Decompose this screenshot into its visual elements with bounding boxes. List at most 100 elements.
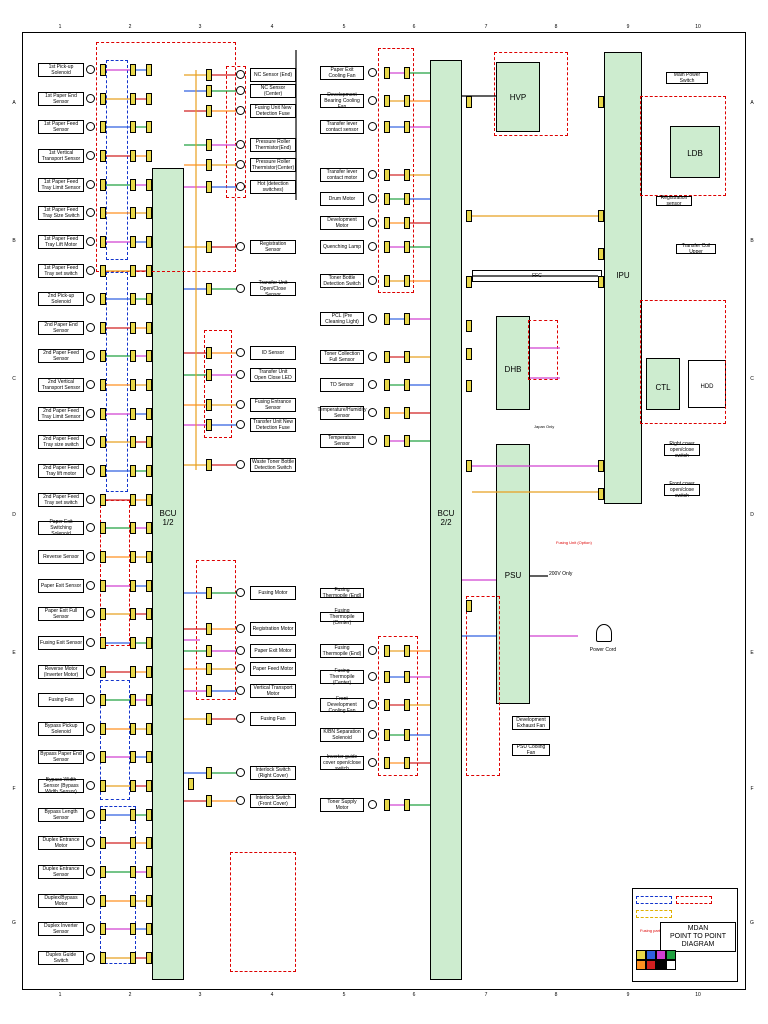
mid-left-component-label: Transfer Unit Open Close LED bbox=[250, 368, 296, 382]
legend-swatch bbox=[656, 950, 666, 960]
row-marker: G bbox=[12, 920, 16, 926]
connector bbox=[598, 276, 604, 288]
connector bbox=[130, 837, 136, 849]
connector bbox=[404, 799, 410, 811]
component-icon bbox=[86, 867, 95, 876]
right-component-label: PSU Cooling Fan bbox=[512, 744, 550, 756]
component-icon bbox=[368, 218, 377, 227]
connector bbox=[466, 600, 472, 612]
connector bbox=[130, 494, 136, 506]
right-component-label: Front cover open/close switch bbox=[664, 481, 700, 499]
connector bbox=[404, 379, 410, 391]
connector bbox=[100, 379, 106, 391]
column-marker: 8 bbox=[554, 24, 558, 30]
component-icon bbox=[236, 400, 245, 409]
left-component-label: Reverse Motor (Inverter Motor) bbox=[38, 665, 84, 679]
left-component-label: Reverse Sensor bbox=[38, 550, 84, 564]
connector bbox=[100, 522, 106, 534]
component-icon bbox=[86, 294, 95, 303]
mid-left-component-label: Fusing Unit New Detection Fuse bbox=[250, 104, 296, 118]
hdd-module: HDD bbox=[688, 360, 726, 408]
connector bbox=[100, 350, 106, 362]
connector bbox=[130, 207, 136, 219]
connector bbox=[146, 723, 152, 735]
ldb-module: LDB bbox=[670, 126, 720, 178]
connector bbox=[130, 408, 136, 420]
mid-right-component-label: Front Development Cooling Fan bbox=[320, 696, 364, 714]
connector bbox=[404, 351, 410, 363]
connector bbox=[100, 322, 106, 334]
connector bbox=[100, 121, 106, 133]
left-component-label: Bypass Pickup Solenoid bbox=[38, 722, 84, 736]
right-component-label: FFC bbox=[472, 270, 602, 282]
connector bbox=[130, 608, 136, 620]
mid-right-component-label: Toner Bottle Detection Switch bbox=[320, 274, 364, 288]
legend-swatch bbox=[646, 950, 656, 960]
component-icon bbox=[86, 437, 95, 446]
legend-swatch bbox=[656, 960, 666, 970]
region-1st-tray-inner bbox=[106, 60, 128, 260]
region-bypass bbox=[100, 680, 130, 800]
connector bbox=[466, 380, 472, 392]
connector bbox=[100, 408, 106, 420]
psu-module: PSU bbox=[496, 444, 530, 704]
column-marker: 7 bbox=[484, 24, 488, 30]
connector bbox=[206, 159, 212, 171]
component-icon bbox=[368, 408, 377, 417]
connector bbox=[146, 379, 152, 391]
connector bbox=[100, 236, 106, 248]
connector bbox=[404, 95, 410, 107]
legend-swatch bbox=[636, 960, 646, 970]
component-icon bbox=[236, 714, 245, 723]
mid-left-component-label: NC Sensor (End) bbox=[250, 68, 296, 82]
connector bbox=[146, 522, 152, 534]
region-1st-tray bbox=[96, 42, 236, 272]
connector bbox=[100, 751, 106, 763]
mid-left-component-label: Transfer Unit New Detection Fuse bbox=[250, 418, 296, 432]
component-icon bbox=[86, 523, 95, 532]
region-dhb bbox=[528, 320, 558, 380]
bcu1-module: BCU 1/2 bbox=[152, 168, 184, 980]
connector bbox=[130, 580, 136, 592]
connector bbox=[466, 96, 472, 108]
title-block: MDAN POINT TO POINT DIAGRAM bbox=[660, 922, 736, 952]
legend-swatch bbox=[646, 960, 656, 970]
connector bbox=[206, 419, 212, 431]
connector bbox=[598, 460, 604, 472]
connector bbox=[100, 465, 106, 477]
component-icon bbox=[368, 646, 377, 655]
column-marker: 9 bbox=[626, 24, 630, 30]
bcu2-label: BCU 2/2 bbox=[437, 509, 455, 527]
connector bbox=[130, 666, 136, 678]
component-icon bbox=[86, 208, 95, 217]
connector bbox=[384, 217, 390, 229]
left-component-label: 1st Pick-up Solenoid bbox=[38, 63, 84, 77]
component-icon bbox=[236, 370, 245, 379]
component-icon bbox=[236, 106, 245, 115]
connector bbox=[466, 210, 472, 222]
component-icon bbox=[86, 752, 95, 761]
left-component-label: 2nd Paper Feed Tray lift motor bbox=[38, 464, 84, 478]
mid-right-component-label: Toner Supply Motor bbox=[320, 798, 364, 812]
component-icon bbox=[236, 70, 245, 79]
row-marker: C bbox=[12, 376, 16, 382]
mid-right-component-label: Fusing Thermopile (Center) bbox=[320, 668, 364, 686]
left-component-label: 2nd Paper Feed Tray Limit Sensor bbox=[38, 407, 84, 421]
connector bbox=[130, 265, 136, 277]
hdd-label: HDD bbox=[700, 384, 714, 390]
connector bbox=[384, 121, 390, 133]
column-marker: 7 bbox=[484, 992, 488, 998]
component-icon bbox=[236, 664, 245, 673]
connector bbox=[130, 751, 136, 763]
connector bbox=[404, 313, 410, 325]
connector bbox=[384, 379, 390, 391]
component-icon bbox=[368, 380, 377, 389]
connector bbox=[100, 150, 106, 162]
connector bbox=[100, 608, 106, 620]
connector bbox=[146, 265, 152, 277]
left-component-label: 2nd Paper Feed Sensor bbox=[38, 349, 84, 363]
row-marker: E bbox=[12, 650, 16, 656]
option-fusing-label-b: Fusing Thermopile (Center) bbox=[320, 608, 364, 626]
bcu2-module: BCU 2/2 bbox=[430, 60, 462, 980]
left-component-label: 1st Paper Feed Tray Size Switch bbox=[38, 206, 84, 220]
